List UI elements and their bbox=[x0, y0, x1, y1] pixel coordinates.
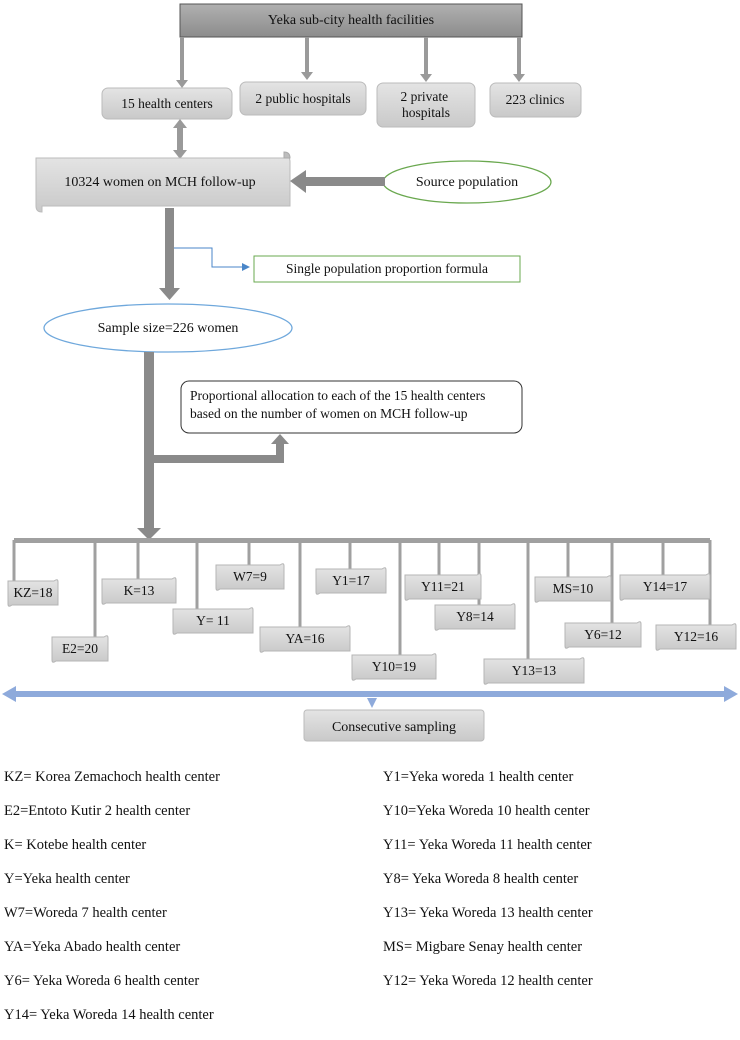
svg-text:Consecutive sampling: Consecutive sampling bbox=[332, 720, 456, 735]
legend-item-right-2: Y11= Yeka Woreda 11 health center bbox=[383, 837, 592, 853]
legend-item-left-5: YA=Yeka Abado health center bbox=[4, 939, 181, 955]
center-box-kz: KZ=18 bbox=[7, 579, 59, 607]
followup-scroll: 10324 women on MCH follow-up bbox=[35, 151, 291, 213]
center-label-y8: Y8=14 bbox=[456, 609, 494, 624]
branch-line-kz bbox=[12, 540, 16, 584]
branch-line-y6 bbox=[610, 540, 614, 626]
branch-line-y1 bbox=[348, 540, 352, 572]
svg-text:15 health centers: 15 health centers bbox=[121, 96, 212, 111]
center-box-y: Y= 11 bbox=[172, 607, 254, 635]
formula-connector bbox=[174, 247, 250, 271]
legend-item-left-7: Y14= Yeka Woreda 14 health center bbox=[4, 1007, 214, 1023]
legend-item-right-0: Y1=Yeka woreda 1 health center bbox=[383, 769, 574, 785]
center-label-k: K=13 bbox=[124, 583, 155, 598]
svg-text:223 clinics: 223 clinics bbox=[506, 92, 565, 107]
svg-text:Single population proportion f: Single population proportion formula bbox=[286, 261, 488, 276]
legend-item-right-6: Y12= Yeka Woreda 12 health center bbox=[383, 973, 593, 989]
legend-item-right-3: Y8= Yeka Woreda 8 health center bbox=[383, 871, 579, 887]
branch-line-y13 bbox=[526, 540, 530, 662]
legend-item-left-4: W7=Woreda 7 health center bbox=[4, 905, 167, 921]
branch-line-ya bbox=[298, 540, 302, 630]
center-label-y10: Y10=19 bbox=[372, 659, 417, 674]
center-box-y8: Y8=14 bbox=[434, 603, 516, 631]
allocation-connector bbox=[154, 434, 289, 463]
center-box-w7: W7=9 bbox=[215, 563, 285, 591]
branch-line-y bbox=[195, 540, 199, 612]
branch-line-w7 bbox=[247, 540, 251, 568]
allocation-line2: based on the number of women on MCH foll… bbox=[190, 406, 468, 421]
center-box-ms: MS=10 bbox=[534, 575, 612, 603]
branch-line-y11 bbox=[437, 540, 441, 578]
center-label-y11: Y11=21 bbox=[421, 579, 465, 594]
center-box-y12: Y12=16 bbox=[655, 623, 737, 651]
branch-line-y14 bbox=[661, 540, 665, 578]
svg-text:2 public hospitals: 2 public hospitals bbox=[255, 91, 350, 106]
center-label-y6: Y6=12 bbox=[584, 627, 622, 642]
center-box-y1: Y1=17 bbox=[315, 567, 387, 595]
center-box-y11: Y11=21 bbox=[404, 573, 482, 601]
allocation-line1: Proportional allocation to each of the 1… bbox=[190, 388, 485, 403]
legend-item-left-0: KZ= Korea Zemachoch health center bbox=[4, 769, 220, 785]
legend-item-left-3: Y=Yeka health center bbox=[4, 871, 130, 887]
flow-diagram: Yeka sub-city health facilities 15 healt… bbox=[2, 3, 738, 742]
private-hospitals-line2: hospitals bbox=[402, 105, 450, 120]
branch-line-e2 bbox=[93, 540, 97, 640]
branch-bar bbox=[14, 538, 710, 543]
center-label-ms: MS=10 bbox=[553, 581, 594, 596]
title-arrows bbox=[176, 37, 525, 88]
center-label-kz: KZ=18 bbox=[13, 585, 52, 600]
center-label-e2: E2=20 bbox=[62, 641, 98, 656]
legend-item-left-6: Y6= Yeka Woreda 6 health center bbox=[4, 973, 200, 989]
trunk-arrow bbox=[137, 352, 161, 540]
source-population-ellipse: Source population bbox=[382, 160, 552, 204]
title-text: Yeka sub-city health facilities bbox=[268, 13, 434, 28]
center-box-k: K=13 bbox=[101, 577, 177, 605]
sampling-band bbox=[2, 686, 738, 708]
consecutive-sampling-box: Consecutive sampling bbox=[303, 709, 485, 742]
svg-text:Sample size=226 women: Sample size=226 women bbox=[98, 321, 239, 336]
center-label-y1: Y1=17 bbox=[332, 573, 370, 588]
center-label-y13: Y13=13 bbox=[512, 663, 557, 678]
source-arrow bbox=[290, 170, 385, 193]
formula-box: Single population proportion formula bbox=[253, 255, 521, 283]
legend-item-left-1: E2=Entoto Kutir 2 health center bbox=[4, 803, 191, 819]
facility-box-health-centers: 15 health centers bbox=[101, 87, 233, 120]
legend-item-right-5: MS= Migbare Senay health center bbox=[383, 939, 583, 955]
center-box-y13: Y13=13 bbox=[483, 657, 585, 685]
branch-line-ms bbox=[566, 540, 570, 580]
svg-text:10324 women on MCH follow-up: 10324 women on MCH follow-up bbox=[64, 175, 255, 190]
branch-line-k bbox=[136, 540, 140, 582]
center-label-ya: YA=16 bbox=[285, 631, 324, 646]
arrow-to-sample bbox=[159, 208, 180, 300]
center-label-w7: W7=9 bbox=[233, 569, 267, 584]
double-arrow-hc-followup bbox=[173, 119, 187, 159]
legend-item-left-2: K= Kotebe health center bbox=[4, 837, 147, 853]
branch-line-y10 bbox=[398, 540, 402, 658]
center-box-e2: E2=20 bbox=[51, 635, 109, 663]
sample-size-ellipse: Sample size=226 women bbox=[43, 303, 293, 353]
allocation-box: Proportional allocation to each of the 1… bbox=[180, 380, 523, 434]
center-box-y14: Y14=17 bbox=[619, 573, 711, 601]
svg-text:Proportional allocation to eac: Proportional allocation to each of the 1… bbox=[190, 388, 489, 421]
legend-item-right-1: Y10=Yeka Woreda 10 health center bbox=[383, 803, 590, 819]
facility-box-clinics: 223 clinics bbox=[489, 82, 582, 118]
center-box-ya: YA=16 bbox=[259, 625, 351, 653]
title-box: Yeka sub-city health facilities bbox=[179, 3, 523, 38]
center-box-y6: Y6=12 bbox=[564, 621, 642, 649]
center-box-y10: Y10=19 bbox=[351, 653, 437, 681]
center-label-y12: Y12=16 bbox=[674, 629, 719, 644]
center-label-y14: Y14=17 bbox=[643, 579, 688, 594]
facility-box-private-hospitals: 2 private hospitals bbox=[376, 82, 476, 128]
svg-text:Source population: Source population bbox=[416, 175, 518, 190]
center-label-y: Y= 11 bbox=[196, 613, 230, 628]
svg-text:2 private hospitals: 2 private hospitals bbox=[401, 89, 452, 120]
facility-box-public-hospitals: 2 public hospitals bbox=[239, 81, 367, 116]
legend-item-right-4: Y13= Yeka Woreda 13 health center bbox=[383, 905, 593, 921]
private-hospitals-line1: 2 private bbox=[401, 89, 449, 104]
